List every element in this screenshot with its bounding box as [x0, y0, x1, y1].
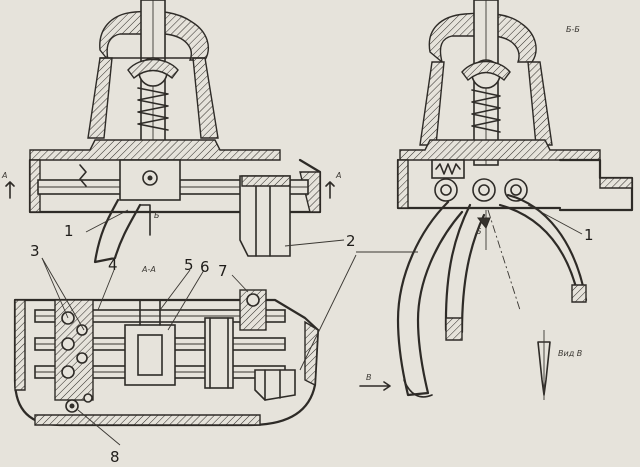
callout-4: 4 — [108, 256, 118, 274]
callout-labels: 1 2 1 3 4 5 6 7 8 — [30, 222, 594, 466]
callout-3: 3 — [30, 242, 40, 260]
callout-1-left: 1 — [64, 222, 74, 240]
section-mark-a-left: А — [1, 171, 7, 180]
section-mark-a-right: А — [335, 171, 341, 180]
leader-lines — [41, 204, 583, 446]
right-section-bb — [359, 0, 634, 400]
section-mark-b2: Б — [476, 227, 482, 236]
section-marks: А А А-А Б-Б Б Б Вид В В — [1, 25, 582, 382]
left-bottom-section-aa — [13, 289, 320, 427]
callout-1-right: 1 — [584, 226, 594, 244]
section-label-aa: А-А — [141, 265, 156, 274]
callout-7: 7 — [218, 262, 228, 280]
callout-6: 6 — [200, 258, 210, 276]
section-mark-b: Б — [154, 211, 160, 220]
view-arrow-mark: В — [366, 373, 372, 382]
callout-2: 2 — [346, 232, 356, 250]
left-top-section-view — [5, 0, 335, 264]
section-label-bb: Б-Б — [566, 25, 580, 34]
callout-5: 5 — [184, 256, 194, 274]
view-label: Вид В — [558, 349, 582, 358]
callout-8: 8 — [110, 448, 120, 466]
